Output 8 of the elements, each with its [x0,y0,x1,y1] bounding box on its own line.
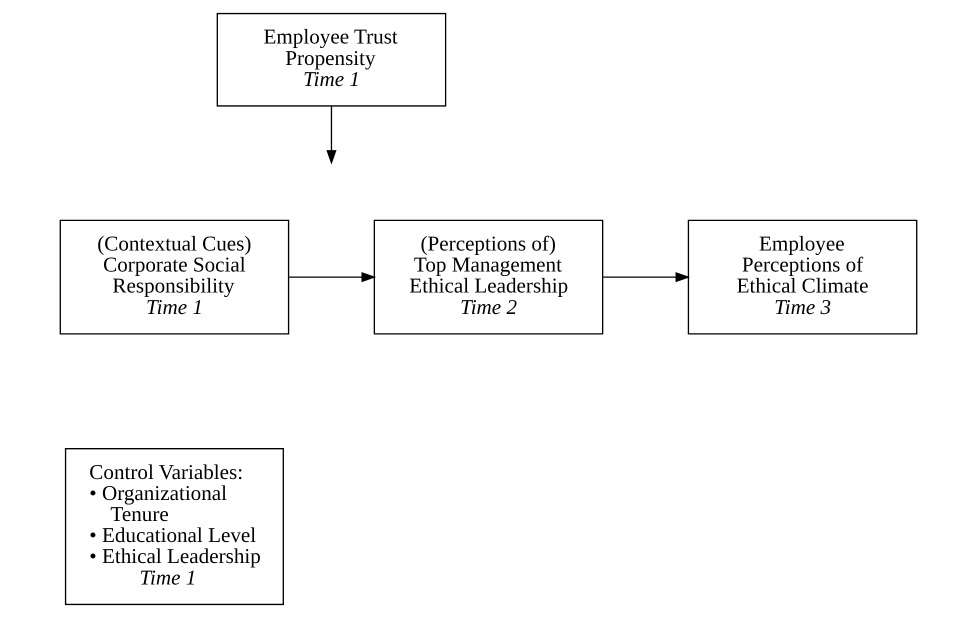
node-box: Employee Trust Propensity Time 1 [216,12,446,107]
node-box: (Perceptions of) Top Management Ethical Leadership Time 2 [373,220,603,335]
node-box: Control Variables: • Organizational Tenure • Educational Level • Ethical Leadership Time 1 [64,448,284,606]
node-box: (Contextual Cues) Corporate Social Responsibility Time 1 [59,220,289,335]
arrow [326,106,336,165]
arrow [288,272,376,282]
arrow [602,272,690,282]
node-box: Employee Perceptions of Ethical Climate Time 3 [687,220,917,335]
